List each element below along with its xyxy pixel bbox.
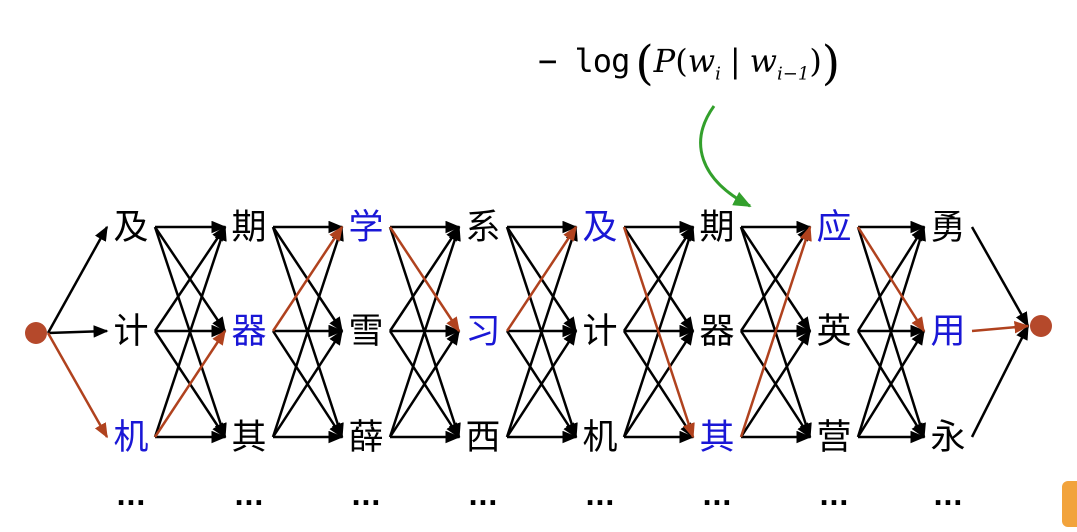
candidate-char: 营 xyxy=(816,418,851,458)
candidate-char-selected: 机 xyxy=(113,418,148,458)
candidate-char-selected: 器 xyxy=(231,312,266,352)
end-node xyxy=(1030,315,1052,337)
best-path-edge xyxy=(971,320,1030,334)
best-path-edge xyxy=(622,226,695,439)
lattice-edge xyxy=(271,329,344,438)
ellipsis: ... xyxy=(585,482,615,512)
lattice-edge xyxy=(46,225,109,334)
watermark-logo xyxy=(1062,481,1077,527)
candidate-char: 器 xyxy=(699,312,734,352)
ellipsis: ... xyxy=(702,482,732,512)
lattice-edge xyxy=(47,325,109,338)
ellipsis: ... xyxy=(819,482,849,512)
lattice-edge xyxy=(505,329,578,438)
candidate-char: 机 xyxy=(582,418,617,458)
formula-w1: w xyxy=(687,42,716,80)
ellipsis: ... xyxy=(468,482,498,512)
lattice-column: 学雪薛... xyxy=(348,208,383,512)
formula-w2-subscript: i−1 xyxy=(777,63,810,85)
lattice-edge xyxy=(388,225,461,438)
lattice-edge xyxy=(739,329,812,438)
candidate-char: 期 xyxy=(231,208,266,248)
best-path-edge xyxy=(739,225,812,438)
lattice-column: 及计机... xyxy=(582,208,617,512)
lattice-edge xyxy=(970,324,1030,438)
lattice-edge xyxy=(153,225,227,332)
ellipsis: ... xyxy=(234,482,264,512)
lattice-edge xyxy=(388,329,461,438)
lattice-column: 期器其... xyxy=(699,208,734,512)
lattice-edge xyxy=(271,225,344,438)
candidate-char: 及 xyxy=(113,208,148,248)
candidate-char: 雪 xyxy=(348,312,383,352)
formula-w1-subscript: i xyxy=(715,63,721,85)
lattice-edge xyxy=(153,225,227,438)
ellipsis: ... xyxy=(351,482,381,512)
start-node xyxy=(25,322,47,344)
candidate-char: 期 xyxy=(699,208,734,248)
lattice-column: 期器其... xyxy=(231,208,266,512)
lattice-edge xyxy=(856,329,926,438)
candidate-char: 计 xyxy=(113,312,148,352)
lattice-edge xyxy=(622,225,695,332)
candidate-char-selected: 用 xyxy=(930,312,965,352)
formula: − log(P(wi|wi−1)) xyxy=(538,36,840,91)
lattice-column: 勇用永... xyxy=(930,208,965,512)
lattice-edge xyxy=(970,226,1030,328)
candidate-char: 计 xyxy=(582,312,617,352)
formula-inner-close-paren: ) xyxy=(809,42,822,80)
best-path-edge xyxy=(271,225,344,332)
candidate-char: 西 xyxy=(465,418,500,458)
ellipsis: ... xyxy=(933,482,963,512)
lattice-column: 及计机... xyxy=(113,208,148,512)
best-path-edge xyxy=(388,226,461,333)
candidate-char-selected: 习 xyxy=(465,312,500,352)
lattice-edge xyxy=(622,329,695,438)
formula-big-open-paren: ( xyxy=(635,36,654,91)
lattice-edge xyxy=(505,225,578,438)
best-path-edge xyxy=(505,225,578,332)
candidate-char-selected: 及 xyxy=(582,208,617,248)
candidate-char: 系 xyxy=(465,208,500,248)
ellipsis: ... xyxy=(116,482,146,512)
candidate-char: 其 xyxy=(231,418,266,458)
formula-big-close-paren: ) xyxy=(821,36,841,91)
lattice-column: 系习西... xyxy=(465,208,500,512)
formula-P: P xyxy=(653,42,676,80)
candidate-char-selected: 学 xyxy=(348,208,383,248)
formula-inner-open-paren: ( xyxy=(675,42,688,80)
formula-given-bar: | xyxy=(729,42,741,80)
lattice-column: 应英营... xyxy=(816,208,851,512)
candidate-char: 永 xyxy=(930,418,965,458)
best-path-edge xyxy=(856,226,926,333)
candidate-char: 薛 xyxy=(348,418,383,458)
candidate-char-selected: 应 xyxy=(816,208,851,248)
candidate-char: 英 xyxy=(816,312,851,352)
best-path-edge xyxy=(46,332,109,439)
best-path-edge xyxy=(153,329,227,438)
candidate-char: 勇 xyxy=(930,208,965,248)
lattice-edge xyxy=(739,225,812,332)
formula-w2: w xyxy=(749,42,778,80)
formula-minus-log: − log xyxy=(538,42,630,80)
candidate-char-selected: 其 xyxy=(699,418,734,458)
lattice-edge xyxy=(856,225,926,438)
formula-pointer-arrow xyxy=(699,105,752,208)
